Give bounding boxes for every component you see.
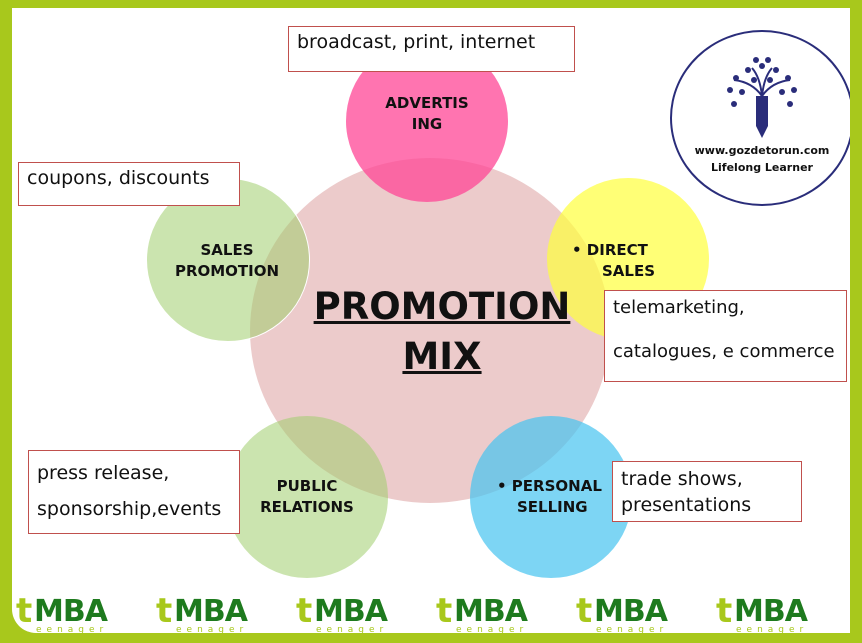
logo-t: t [156, 591, 173, 631]
logo-mba: MBA [594, 594, 668, 629]
logo-sub: eenager [596, 625, 669, 633]
logo-sub: eenager [176, 625, 249, 633]
sales-promotion-examples: coupons, discounts [18, 162, 240, 206]
logo-t: t [716, 591, 733, 631]
logo-mba: MBA [34, 594, 108, 629]
logo-sub: eenager [316, 625, 389, 633]
badge-tagline: Lifelong Learner [711, 161, 813, 174]
gozdetorun-badge: www.gozdetorun.com Lifelong Learner [670, 30, 850, 206]
logo-t: t [296, 591, 313, 631]
direct-sales-examples: telemarketing,catalogues, e commerce [604, 290, 847, 382]
logo-t: t [16, 591, 33, 631]
logo-mba: MBA [734, 594, 808, 629]
logo-t: t [436, 591, 453, 631]
badge-url: www.gozdetorun.com [694, 144, 830, 157]
logo-mba: MBA [454, 594, 528, 629]
logo-mba: MBA [174, 594, 248, 629]
logo-mba: MBA [314, 594, 388, 629]
personal-selling-circle [470, 416, 632, 578]
personal-selling-examples: trade shows,presentations [612, 461, 802, 522]
public-relations-examples: press release,sponsorship,events [28, 450, 240, 534]
pencil-tree-icon [727, 57, 797, 138]
logo-sub: eenager [736, 625, 809, 633]
logo-t: t [576, 591, 593, 631]
public-relations-circle [226, 416, 388, 578]
advertising-examples: broadcast, print, internet [288, 26, 575, 72]
logo-sub: eenager [456, 625, 529, 633]
logo-sub: eenager [36, 625, 109, 633]
